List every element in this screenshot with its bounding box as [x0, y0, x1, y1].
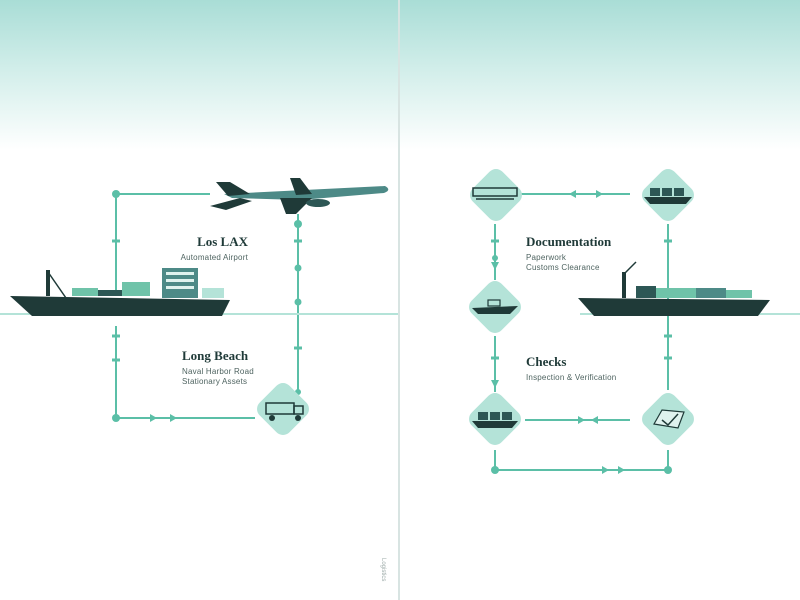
panel-divider: [398, 0, 400, 600]
arrow-icon: [150, 414, 177, 422]
long-beach-subtitle-2: Stationary Assets: [182, 377, 248, 386]
documentation-subtitle: Paperwork: [526, 253, 567, 262]
long-beach-subtitle: Naval Harbor Road: [182, 367, 254, 376]
truck-icon: [257, 383, 309, 435]
left-flow-diagram: [0, 178, 398, 435]
long-beach-title: Long Beach: [182, 348, 249, 363]
right-flow-diagram: [469, 169, 800, 474]
checks-label: Checks Inspection & Verification: [526, 354, 616, 382]
long-beach-label: Long Beach Naval Harbor Road Stationary …: [182, 348, 254, 386]
documentation-subtitle-2: Customs Clearance: [526, 263, 600, 272]
documents-icon: [470, 169, 522, 221]
right-flow-panel: Documentation Paperwork Customs Clearanc…: [400, 0, 800, 600]
lax-subtitle: Automated Airport: [180, 253, 248, 262]
right-node-dots: [491, 255, 672, 474]
side-text: Logistics: [380, 558, 386, 582]
airplane-icon: [210, 178, 389, 214]
lax-label: Los LAX Automated Airport: [170, 234, 248, 262]
checks-title: Checks: [526, 354, 567, 369]
container-ship-icon: [642, 169, 694, 221]
right-tick-marks: [491, 239, 672, 360]
left-connectors: [115, 193, 299, 419]
checks-subtitle: Inspection & Verification: [526, 373, 617, 382]
left-tick-marks: [112, 239, 302, 362]
lax-title: Los LAX: [197, 234, 248, 249]
documentation-title: Documentation: [526, 234, 612, 249]
checkmark-document-icon: [642, 393, 694, 445]
cargo-ship-icon: [10, 268, 230, 316]
documentation-label: Documentation Paperwork Customs Clearanc…: [526, 234, 611, 272]
cargo-ship-icon: [578, 261, 770, 316]
hand-truck-icon: [469, 281, 521, 333]
left-node-dots: [112, 190, 302, 422]
arrow-icon: [491, 190, 625, 474]
left-flow-panel: Los LAX Automated Airport Long Beach Nav…: [0, 0, 398, 600]
container-ship-icon: [469, 393, 521, 445]
